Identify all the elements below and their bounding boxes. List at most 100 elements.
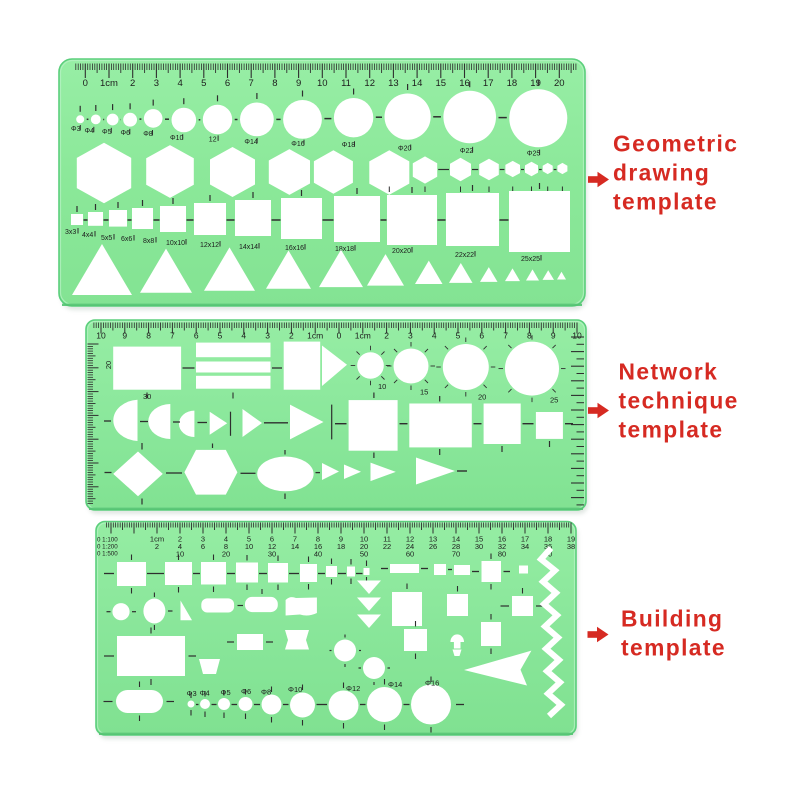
svg-text:Φ5: Φ5 — [221, 688, 231, 697]
svg-text:34: 34 — [521, 542, 529, 551]
svg-text:6: 6 — [270, 535, 274, 544]
svg-text:10: 10 — [96, 331, 106, 341]
svg-text:Φ3: Φ3 — [71, 126, 81, 133]
svg-text:26: 26 — [429, 542, 437, 551]
svg-text:Φ22: Φ22 — [460, 148, 473, 155]
svg-text:9: 9 — [296, 78, 301, 89]
svg-text:16x16: 16x16 — [285, 245, 304, 252]
svg-text:10: 10 — [317, 78, 328, 89]
svg-text:14: 14 — [291, 542, 299, 551]
svg-text:4: 4 — [177, 78, 182, 89]
svg-text:8: 8 — [527, 331, 532, 341]
svg-text:12x12: 12x12 — [200, 242, 219, 249]
svg-text:drawing: drawing — [613, 160, 710, 186]
svg-text:3: 3 — [265, 331, 270, 341]
svg-text:20: 20 — [104, 361, 113, 369]
svg-text:12: 12 — [406, 535, 414, 544]
svg-text:1cm: 1cm — [150, 535, 164, 544]
svg-text:10: 10 — [245, 542, 253, 551]
svg-text:18: 18 — [337, 542, 345, 551]
svg-text:24: 24 — [406, 542, 414, 551]
svg-text:Φ14: Φ14 — [244, 139, 257, 146]
svg-text:2: 2 — [289, 331, 294, 341]
svg-text:70: 70 — [452, 550, 460, 559]
svg-text:15: 15 — [420, 387, 428, 396]
svg-text:10x10: 10x10 — [166, 240, 185, 247]
svg-text:Geometric: Geometric — [613, 131, 738, 157]
svg-text:3: 3 — [154, 78, 159, 89]
svg-text:10: 10 — [572, 331, 582, 341]
svg-text:Φ6: Φ6 — [241, 687, 251, 696]
svg-text:0 1:500: 0 1:500 — [97, 551, 118, 558]
svg-text:14: 14 — [452, 535, 460, 544]
svg-text:1cm: 1cm — [355, 331, 371, 341]
svg-text:Building: Building — [621, 606, 723, 632]
svg-text:4: 4 — [432, 331, 437, 341]
svg-text:1cm: 1cm — [100, 78, 118, 89]
svg-text:18: 18 — [507, 78, 518, 89]
svg-text:9: 9 — [339, 535, 343, 544]
svg-text:7: 7 — [293, 535, 297, 544]
svg-text:6: 6 — [194, 331, 199, 341]
svg-text:16: 16 — [314, 542, 322, 551]
svg-text:80: 80 — [498, 550, 506, 559]
svg-text:20: 20 — [478, 393, 486, 402]
svg-text:9: 9 — [122, 331, 127, 341]
svg-text:14x14: 14x14 — [239, 244, 258, 251]
svg-text:Φ8: Φ8 — [261, 688, 271, 697]
svg-text:3: 3 — [201, 535, 205, 544]
svg-text:18x18: 18x18 — [335, 246, 354, 253]
svg-text:4x4: 4x4 — [82, 232, 93, 239]
svg-text:4: 4 — [241, 331, 246, 341]
svg-text:8: 8 — [316, 535, 320, 544]
svg-text:20: 20 — [360, 542, 368, 551]
svg-text:Φ16: Φ16 — [425, 679, 439, 688]
svg-text:0 1:100: 0 1:100 — [97, 537, 118, 544]
svg-text:30: 30 — [268, 550, 276, 559]
svg-text:Φ5: Φ5 — [102, 129, 112, 136]
svg-text:0: 0 — [83, 78, 88, 89]
svg-text:15: 15 — [475, 535, 483, 544]
svg-text:Φ3: Φ3 — [187, 689, 197, 698]
svg-text:12: 12 — [364, 78, 375, 89]
svg-text:20: 20 — [554, 78, 565, 89]
svg-text:8x8: 8x8 — [143, 238, 154, 245]
svg-text:19: 19 — [530, 78, 541, 89]
svg-text:16: 16 — [498, 535, 506, 544]
svg-text:8: 8 — [224, 542, 228, 551]
svg-text:Φ10: Φ10 — [170, 135, 183, 142]
svg-text:3x3: 3x3 — [65, 229, 76, 236]
svg-text:Φ4: Φ4 — [85, 128, 95, 135]
svg-text:3: 3 — [408, 331, 413, 341]
svg-text:18: 18 — [544, 535, 552, 544]
svg-text:13: 13 — [429, 535, 437, 544]
svg-text:16: 16 — [459, 78, 470, 89]
svg-text:Φ10: Φ10 — [288, 685, 302, 694]
svg-text:10: 10 — [378, 382, 386, 391]
svg-text:9: 9 — [551, 331, 556, 341]
svg-text:11: 11 — [341, 78, 351, 89]
svg-text:8: 8 — [272, 78, 277, 89]
svg-text:22x22: 22x22 — [455, 252, 474, 259]
svg-text:12: 12 — [209, 136, 217, 143]
svg-text:19: 19 — [567, 535, 575, 544]
svg-text:template: template — [621, 635, 726, 661]
svg-text:2: 2 — [130, 78, 135, 89]
svg-text:15: 15 — [436, 78, 447, 89]
svg-text:8: 8 — [146, 331, 151, 341]
svg-text:Network: Network — [619, 359, 719, 385]
svg-text:2: 2 — [178, 535, 182, 544]
svg-text:10: 10 — [360, 535, 368, 544]
svg-text:5x5: 5x5 — [101, 235, 112, 242]
svg-text:60: 60 — [406, 550, 414, 559]
svg-text:6: 6 — [201, 542, 205, 551]
svg-text:0: 0 — [337, 331, 342, 341]
svg-text:7: 7 — [170, 331, 175, 341]
svg-text:5: 5 — [456, 331, 461, 341]
svg-text:6x6: 6x6 — [121, 236, 132, 243]
svg-text:17: 17 — [521, 535, 529, 544]
svg-text:template: template — [619, 417, 724, 443]
svg-text:5: 5 — [201, 78, 206, 89]
svg-text:2: 2 — [384, 331, 389, 341]
svg-text:22: 22 — [383, 542, 391, 551]
